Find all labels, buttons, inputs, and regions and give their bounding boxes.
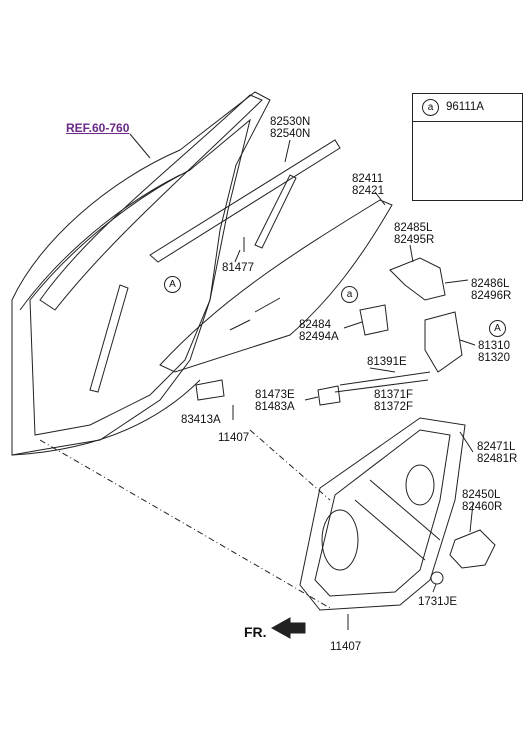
part-82471L: 82471L (477, 441, 516, 453)
part-11407-lower: 11407 (330, 641, 362, 653)
alignment-line-2 (249, 429, 331, 501)
part-82496R: 82496R (471, 290, 512, 302)
label-82486L-82496R: 82486L 82496R (471, 278, 511, 302)
label-81473E-81483A: 81473E 81483A (255, 389, 295, 413)
part-82495R: 82495R (394, 234, 435, 246)
part-81372F: 81372F (374, 401, 414, 413)
label-82530N-82540N: 82530N 82540N (270, 116, 310, 140)
part-81320: 81320 (478, 352, 510, 364)
regulator-rail-2 (369, 479, 441, 541)
switch-83413A (195, 379, 225, 401)
box-divider (413, 121, 522, 122)
label-1731JE: 1731JE (418, 596, 457, 608)
circle-marker-a: a (341, 286, 358, 303)
label-81371F-81372F: 81371F 81372F (374, 389, 413, 413)
label-82485L-82495R: 82485L 82495R (394, 222, 434, 246)
label-82450L-82460R: 82450L 82460R (462, 489, 502, 513)
part-82421: 82421 (352, 185, 384, 197)
label-11407-upper: 11407 (218, 432, 249, 444)
leader-82530N (284, 139, 291, 163)
ref-link[interactable]: REF.60-760 (66, 121, 130, 135)
label-81391E: 81391E (367, 356, 407, 368)
belt-moulding-vertical (254, 174, 297, 249)
speaker-hole (321, 509, 359, 571)
part-1731JE: 1731JE (418, 596, 458, 608)
part-83413A: 83413A (181, 414, 221, 426)
part-82411: 82411 (352, 173, 384, 185)
label-11407-lower: 11407 (330, 641, 361, 653)
glass-run-channel (39, 94, 263, 311)
regulator-hole (405, 464, 435, 506)
security-marker-a: a (422, 99, 439, 116)
leader-1731JE (432, 583, 437, 593)
leader-82486L (444, 279, 469, 284)
weatherstrip-outer (149, 139, 341, 263)
door-frame-inner (29, 118, 251, 436)
leader-82471L (459, 431, 474, 453)
latch-rod-1 (339, 371, 431, 386)
security-part-number: 96111A (446, 101, 484, 113)
part-11407-upper: 11407 (218, 432, 250, 444)
security-label-box: a 96111A (412, 93, 523, 201)
leader-82484 (343, 321, 363, 329)
part-82486L: 82486L (471, 278, 510, 290)
leader-81391E (369, 367, 396, 373)
glass-highlight-2 (254, 297, 281, 313)
part-81473E: 81473E (255, 389, 295, 401)
alignment-line-1 (39, 439, 331, 609)
leader-ref (129, 133, 151, 159)
leader-81477 (234, 249, 241, 263)
regulator-motor (449, 529, 496, 569)
callout-A-left: A (164, 276, 181, 293)
inside-handle (317, 385, 341, 406)
leader-82411 (374, 191, 386, 206)
door-lower-edge (11, 379, 201, 456)
part-82485L: 82485L (394, 222, 433, 234)
part-81483A: 81483A (255, 401, 295, 413)
glass-highlight-1 (229, 319, 251, 331)
leader-81473E (304, 396, 319, 401)
part-82530N: 82530N (270, 116, 311, 128)
leader-82450L (469, 502, 474, 533)
part-82481R: 82481R (477, 453, 518, 465)
front-channel (89, 284, 129, 393)
door-glass (159, 199, 393, 373)
leader-82485L (409, 244, 414, 263)
part-82460R: 82460R (462, 501, 503, 513)
part-81391E: 81391E (367, 356, 407, 368)
part-82484: 82484 (299, 319, 331, 331)
regulator-rail-1 (354, 499, 426, 561)
door-latch (424, 311, 463, 373)
part-82494A: 82494A (299, 331, 339, 343)
callout-A-right: A (489, 320, 506, 337)
part-81371F: 81371F (374, 389, 414, 401)
part-81310: 81310 (478, 340, 510, 352)
part-82450L: 82450L (462, 489, 501, 501)
handle-bracket (359, 304, 389, 336)
latch-rod-2 (334, 379, 429, 393)
door-sash-line (19, 174, 181, 311)
label-82484-82494A: 82484 82494A (299, 319, 339, 343)
front-arrow (270, 617, 306, 639)
label-81310-81320: 81310 81320 (478, 340, 510, 364)
front-direction-label: FR. (244, 624, 267, 640)
label-81477: 81477 (222, 262, 254, 274)
regulator-panel (299, 417, 466, 611)
regulator-panel-inner (314, 429, 451, 597)
label-82411-82421: 82411 82421 (352, 173, 384, 197)
hinge-bracket (389, 257, 446, 301)
part-82540N: 82540N (270, 128, 311, 140)
leader-81310 (459, 339, 476, 346)
label-82471L-82481R: 82471L 82481R (477, 441, 517, 465)
label-83413A: 83413A (181, 414, 221, 426)
door-frame-outline (11, 91, 271, 456)
grommet-1731JE (430, 571, 444, 585)
part-81477: 81477 (222, 262, 254, 274)
